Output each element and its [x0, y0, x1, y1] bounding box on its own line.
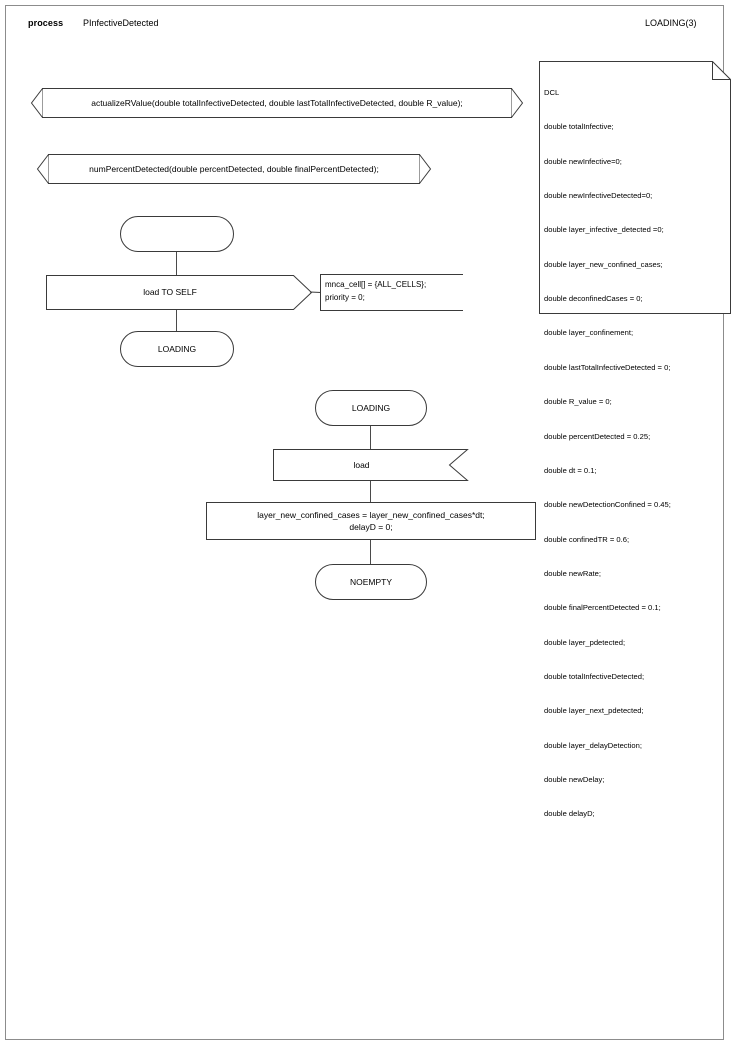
- dcl-line: double layer_delayDetection;: [544, 740, 642, 750]
- page-border: [5, 5, 724, 1040]
- dcl-line: double layer_pdetected;: [544, 637, 626, 647]
- dcl-declaration-box[interactable]: DCL double totalInfective; double newInf…: [539, 61, 731, 818]
- connector-line: [370, 540, 371, 564]
- dcl-line: double layer_confinement;: [544, 328, 634, 338]
- comment-text: mnca_cell[] = {ALL_CELLS}; priority = 0;: [325, 280, 427, 302]
- dcl-line: double deconfinedCases = 0;: [544, 294, 643, 304]
- dcl-line: double layer_infective_detected =0;: [544, 225, 664, 235]
- connector-line: [176, 252, 177, 275]
- dcl-text-block: DCL double totalInfective; double newInf…: [544, 64, 727, 843]
- dcl-line: double percentDetected = 0.25;: [544, 431, 651, 441]
- dcl-line: double layer_next_pdetected;: [544, 706, 644, 716]
- page-label: LOADING(3): [645, 18, 697, 28]
- dcl-line: double newRate;: [544, 568, 601, 578]
- procedure-actualize-rvalue[interactable]: actualizeRValue(double totalInfectiveDet…: [30, 88, 524, 118]
- dcl-line: double newInfectiveDetected=0;: [544, 190, 653, 200]
- output-load-to-self[interactable]: load TO SELF: [46, 275, 313, 310]
- dcl-line: double totalInfective;: [544, 122, 614, 132]
- dcl-line: double newDetectionConfined = 0.45;: [544, 500, 671, 510]
- page-title-process-name: PInfectiveDetected: [83, 18, 159, 28]
- dcl-line: double R_value = 0;: [544, 397, 612, 407]
- task-block-confined-cases[interactable]: layer_new_confined_cases = layer_new_con…: [206, 502, 536, 540]
- dcl-line: double delayD;: [544, 809, 595, 819]
- connector-line: [370, 481, 371, 502]
- state-start-empty[interactable]: [120, 216, 234, 252]
- dcl-line: double confinedTR = 0.6;: [544, 534, 630, 544]
- page-title-keyword: process: [28, 18, 64, 28]
- state-loading-branch2[interactable]: LOADING: [315, 390, 427, 426]
- dcl-line: double totalInfectiveDetected;: [544, 672, 645, 682]
- dcl-line: double newDelay;: [544, 775, 605, 785]
- connector-line: [370, 426, 371, 449]
- state-noempty[interactable]: NOEMPTY: [315, 564, 427, 600]
- connector-line: [176, 310, 177, 331]
- dcl-line: double finalPercentDetected = 0.1;: [544, 603, 661, 613]
- dcl-line: double newInfective=0;: [544, 156, 622, 166]
- dcl-line: double layer_new_confined_cases;: [544, 259, 663, 269]
- procedure-num-percent-detected[interactable]: numPercentDetected(double percentDetecte…: [36, 154, 432, 184]
- dcl-line: double lastTotalInfectiveDetected = 0;: [544, 362, 671, 372]
- dcl-line: double dt = 0.1;: [544, 465, 597, 475]
- state-loading[interactable]: LOADING: [120, 331, 234, 367]
- input-load[interactable]: load: [273, 449, 469, 481]
- comment-box[interactable]: mnca_cell[] = {ALL_CELLS}; priority = 0;: [320, 274, 463, 311]
- dcl-line: DCL: [544, 87, 560, 97]
